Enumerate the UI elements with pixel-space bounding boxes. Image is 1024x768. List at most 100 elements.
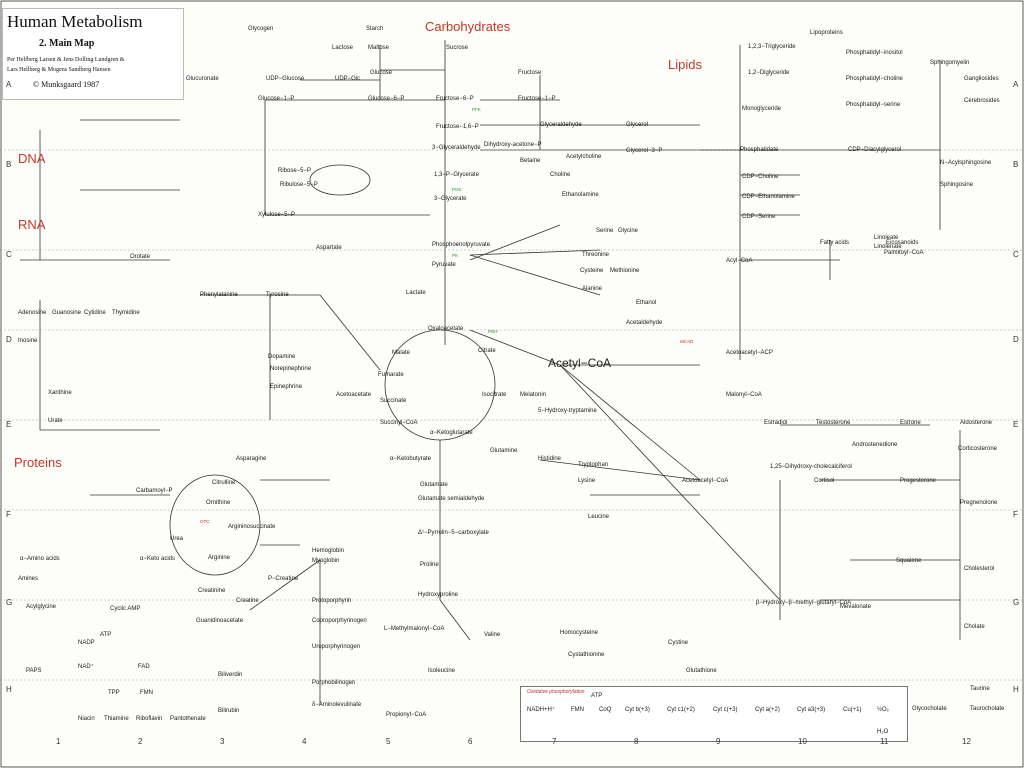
node-udp-glc: UDP−Glc: [335, 76, 361, 82]
node-dopamine: Dopamine: [268, 354, 296, 360]
grid-row-e-right: E: [1013, 420, 1019, 429]
grid-row-b: B: [6, 160, 12, 169]
enzyme-label: PK: [452, 253, 459, 258]
node-3-glyceraldehyde: 3−Glyceraldehyde: [432, 145, 481, 151]
node-cortisol: Cortisol: [814, 478, 835, 484]
node-norepinephrine: Norepinephrine: [270, 366, 312, 372]
node-serotonin: 5−Hydroxy-tryptamine: [538, 408, 597, 414]
node-paps: PAPS: [26, 668, 42, 674]
node-inosine: Inosine: [18, 338, 38, 344]
node-carbamoyl-p: Carbamoyl−P: [136, 488, 173, 494]
node-tpp: TPP: [108, 690, 120, 696]
grid-row-g-right: G: [1013, 598, 1020, 607]
grid-row-c-right: C: [1013, 250, 1019, 259]
node-cholate: Cholate: [964, 624, 985, 630]
map-subtitle: 2. Main Map: [39, 38, 95, 49]
enzyme-label: PDH: [488, 329, 498, 334]
node-leucine: Leucine: [588, 514, 610, 520]
node-cyclic-amp: Cyclic AMP: [110, 606, 141, 612]
etc-title: Oxidative phosphorylation: [527, 689, 585, 695]
node-cysteine: Cysteine: [580, 268, 604, 274]
grid-row-h-right: H: [1013, 685, 1019, 694]
node-glycerol-3-p: Glycerol−3−P: [626, 148, 663, 154]
node-ribose-5-p: Ribose−5−P: [278, 168, 312, 174]
grid-col-6: 6: [468, 737, 473, 746]
enzyme-label: PGK: [452, 187, 462, 192]
grid-row-d: D: [6, 335, 12, 344]
grid-col-11: 11: [880, 737, 889, 746]
node-palmitoyl-coa: Palmitoyl−CoA: [884, 250, 924, 256]
grid-col-1: 1: [56, 737, 61, 746]
node-aminolevulinate: δ−Aminolevulinate: [312, 702, 362, 708]
node-ribulose-5-p: Ribulose−5−P: [280, 182, 318, 188]
heading-carbohydrates: Carbohydrates: [425, 19, 511, 34]
node-lactose: Lactose: [332, 45, 354, 51]
node-uroporphyrinogen: Uroporphyrinogen: [312, 644, 361, 650]
etc-atp: ATP: [591, 693, 603, 699]
node-melatonin: Melatonin: [520, 392, 547, 398]
node-glycine: Glycine: [618, 228, 639, 234]
node-fatty-acids: Fatty acids: [820, 240, 850, 246]
node-protoporphyrin: Protoporphyrin: [312, 598, 352, 604]
node-androstenedione: Androstenedione: [852, 442, 898, 448]
enzyme-label: PFK: [472, 107, 481, 112]
heading-proteins: Proteins: [14, 455, 62, 470]
node-thiamine: Thiamine: [104, 716, 129, 722]
node-arginine: Arginine: [208, 555, 231, 561]
node-ketobutyrate: α−Ketobutyrate: [390, 456, 431, 462]
node-succinyl-coa: Succinyl−CoA: [380, 420, 418, 426]
node-udp-glucose: UDP−Glucose: [266, 76, 305, 82]
node-fructose: Fructose: [518, 70, 542, 76]
node-lipoproteins: Lipoproteins: [810, 30, 843, 36]
node-glycerol: Glycerol: [626, 122, 649, 128]
node-pantothenate: Pantothenate: [170, 716, 206, 722]
map-title: Human Metabolism: [7, 12, 143, 31]
node-linoleate: Linoleate: [874, 235, 899, 241]
node-acylglycine: Acylglycine: [26, 604, 57, 610]
node-ornithine: Ornithine: [206, 500, 231, 506]
grid-col-4: 4: [302, 737, 307, 746]
node-hmg-coa: β−Hydroxy−β−methyl−glutaryl−CoA: [756, 600, 852, 606]
node-triglyceride: 1,2,3−Triglyceride: [748, 44, 796, 50]
etc-cyta: Cyt a(+2): [755, 707, 780, 713]
node-glycogen: Glycogen: [248, 26, 274, 32]
grid-col-7: 7: [552, 737, 557, 746]
node-pep: Phosphoenolpyruvate: [432, 242, 491, 248]
node-isocitrate: Isocitrate: [482, 392, 507, 398]
node-porphobilinogen: Porphobilinogen: [312, 680, 356, 686]
node-glucose: Glucose: [370, 70, 393, 76]
node-cytidine: Cytidine: [84, 310, 106, 316]
node-acetaldehyde: Acetaldehyde: [626, 320, 663, 326]
etc-cu: Cu(+1): [843, 707, 862, 713]
node-cdp-diacylglycerol: CDP−Diacylglycerol: [848, 147, 902, 153]
node-amino-acids: α−Amino acids: [20, 556, 60, 562]
node-lysine: Lysine: [578, 478, 596, 484]
node-corticosterone: Corticosterone: [958, 446, 998, 452]
node-ceramide: N−Acylsphingosine: [940, 160, 992, 166]
node-ethanol: Ethanol: [636, 300, 657, 306]
grid-row-c: C: [6, 250, 12, 259]
grid-row-d-right: D: [1013, 335, 1019, 344]
node-nad: NAD⁺: [78, 664, 94, 670]
grid-row-e: E: [6, 420, 12, 429]
node-acetylcholine: Acetylcholine: [566, 154, 602, 160]
node-isoleucine: Isoleucine: [428, 668, 456, 674]
node-phosphatidate: Phosphatidate: [740, 147, 779, 153]
node-threonine: Threonine: [582, 252, 610, 258]
node-creatine: Creatine: [236, 598, 259, 604]
etc-cytc: Cyt c(+3): [713, 707, 738, 713]
node-hydroxyproline: Hydroxyproline: [418, 592, 459, 598]
node-cystine: Cystine: [668, 640, 689, 646]
node-coproporphyrinogen: Coproporphyrinogen: [312, 618, 367, 624]
node-urate: Urate: [48, 418, 63, 424]
node-pyrroline-carboxylate: Δ¹−Pyrrolin−5−carboxylate: [418, 530, 489, 536]
node-guanidinoacetate: Guanidinoacetate: [196, 618, 244, 624]
node-3-glycerate: 3−Glycerate: [434, 196, 467, 202]
authors-line-2: Lars Hellberg & Mogens Sandberg Hansen: [7, 67, 111, 73]
node-estradiol: Estradiol: [764, 420, 788, 426]
electron-transport-box: Oxidative phosphorylation NADH+H⁺ FMN Co…: [520, 686, 908, 742]
node-oxaloacetate: Oxaloacetate: [428, 326, 464, 332]
node-taurocholate: Taurocholate: [970, 706, 1005, 712]
grid-row-b-right: B: [1013, 160, 1019, 169]
